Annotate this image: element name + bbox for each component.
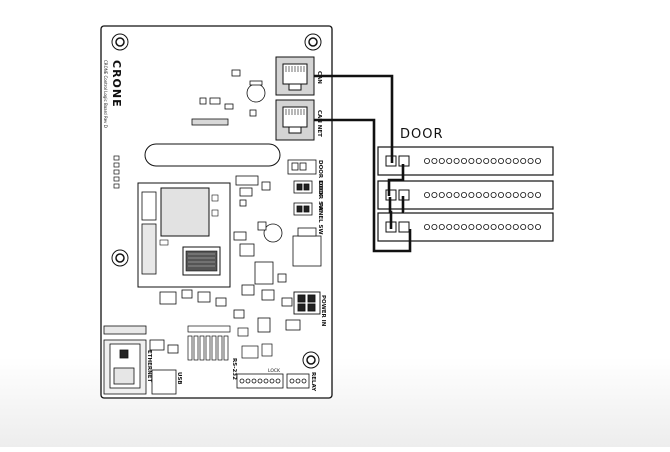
reader-contact xyxy=(497,191,504,198)
reader-contact xyxy=(468,223,475,230)
reader-contact xyxy=(483,191,490,198)
label-door-sw: DOOR SW xyxy=(317,181,323,211)
reader-contact xyxy=(527,191,534,198)
reader-contact xyxy=(438,223,445,230)
reader-contact xyxy=(468,157,475,164)
reader-contact xyxy=(520,223,527,230)
brand-logo: CRONE xyxy=(110,60,123,108)
status-leds xyxy=(113,155,120,189)
reader-contact xyxy=(431,191,438,198)
label-can-top: CAN xyxy=(316,71,322,84)
label-panel-sw: PANEL SW xyxy=(317,203,323,235)
reader-contact xyxy=(490,191,497,198)
reader-contact xyxy=(520,157,527,164)
reader-contact xyxy=(423,191,430,198)
battery-slot xyxy=(144,143,281,167)
reader-contact xyxy=(535,191,542,198)
reader-contact xyxy=(512,157,519,164)
reader-contact xyxy=(460,223,467,230)
label-can-net: CAN NET xyxy=(316,110,322,137)
reader-contact xyxy=(431,223,438,230)
resistor-array xyxy=(187,325,273,361)
reader-contact xyxy=(446,191,453,198)
reader-contact xyxy=(475,157,482,164)
reader-contact xyxy=(446,223,453,230)
reader-contact xyxy=(431,157,438,164)
reader-2 xyxy=(377,180,554,210)
reader-contact xyxy=(497,157,504,164)
reader-contact xyxy=(497,223,504,230)
reader-contact xyxy=(512,223,519,230)
io-connectors xyxy=(287,159,317,216)
reader-contact xyxy=(460,157,467,164)
door-label: DOOR xyxy=(400,127,444,142)
reader-contact xyxy=(512,191,519,198)
reader-contact xyxy=(490,157,497,164)
label-usb: USB xyxy=(176,372,182,385)
reader-port xyxy=(398,221,410,233)
power-connector xyxy=(293,291,321,315)
reader-contact xyxy=(535,157,542,164)
reader-contact xyxy=(423,157,430,164)
wire-can-net xyxy=(314,118,412,253)
mid-components xyxy=(159,175,322,333)
reader-contact xyxy=(453,223,460,230)
control-board: CRONE CRONE Control Logic Board Rev D CA… xyxy=(100,25,333,399)
reader-contact xyxy=(505,191,512,198)
reader-contact xyxy=(505,223,512,230)
reader-contact xyxy=(535,223,542,230)
label-power-in: POWER IN xyxy=(320,295,326,327)
reader-contact xyxy=(483,223,490,230)
reader-contact xyxy=(468,191,475,198)
can-jack-net xyxy=(275,99,315,141)
door-readers: DOOR xyxy=(377,127,554,242)
mounting-holes xyxy=(111,33,322,369)
reader-contact xyxy=(483,157,490,164)
label-rs232: RS-232 xyxy=(231,358,237,380)
label-lock: LOCK xyxy=(268,368,281,374)
bottom-left-area xyxy=(103,325,179,395)
reader-contact xyxy=(490,223,497,230)
reader-contact xyxy=(423,223,430,230)
can-jack-top xyxy=(275,56,315,96)
reader-contact xyxy=(527,157,534,164)
top-components xyxy=(191,69,266,126)
wire-daisy-2 xyxy=(388,197,393,229)
wire-daisy-3 xyxy=(401,196,405,214)
wire-daisy-1 xyxy=(387,164,405,196)
reader-contact xyxy=(520,191,527,198)
board-subtitle: CRONE Control Logic Board Rev D xyxy=(103,60,108,128)
reader-contact xyxy=(453,157,460,164)
reader-contact xyxy=(460,191,467,198)
reader-contact xyxy=(438,191,445,198)
label-ethernet: ETHERNET xyxy=(146,350,152,382)
cpu-module xyxy=(137,182,231,288)
wire-can-top xyxy=(314,74,394,163)
reader-contact xyxy=(438,157,445,164)
reader-contact xyxy=(446,157,453,164)
reader-contact xyxy=(505,157,512,164)
label-door-lock: DOOR LOCK xyxy=(317,160,323,197)
reader-3 xyxy=(377,212,554,242)
wiring xyxy=(314,74,412,253)
reader-1 xyxy=(377,146,554,176)
reader-contact xyxy=(453,191,460,198)
reader-contact xyxy=(527,223,534,230)
reader-contact xyxy=(475,191,482,198)
label-relay: RELAY xyxy=(310,372,316,392)
terminal-blocks xyxy=(236,373,310,389)
reader-contact xyxy=(475,223,482,230)
